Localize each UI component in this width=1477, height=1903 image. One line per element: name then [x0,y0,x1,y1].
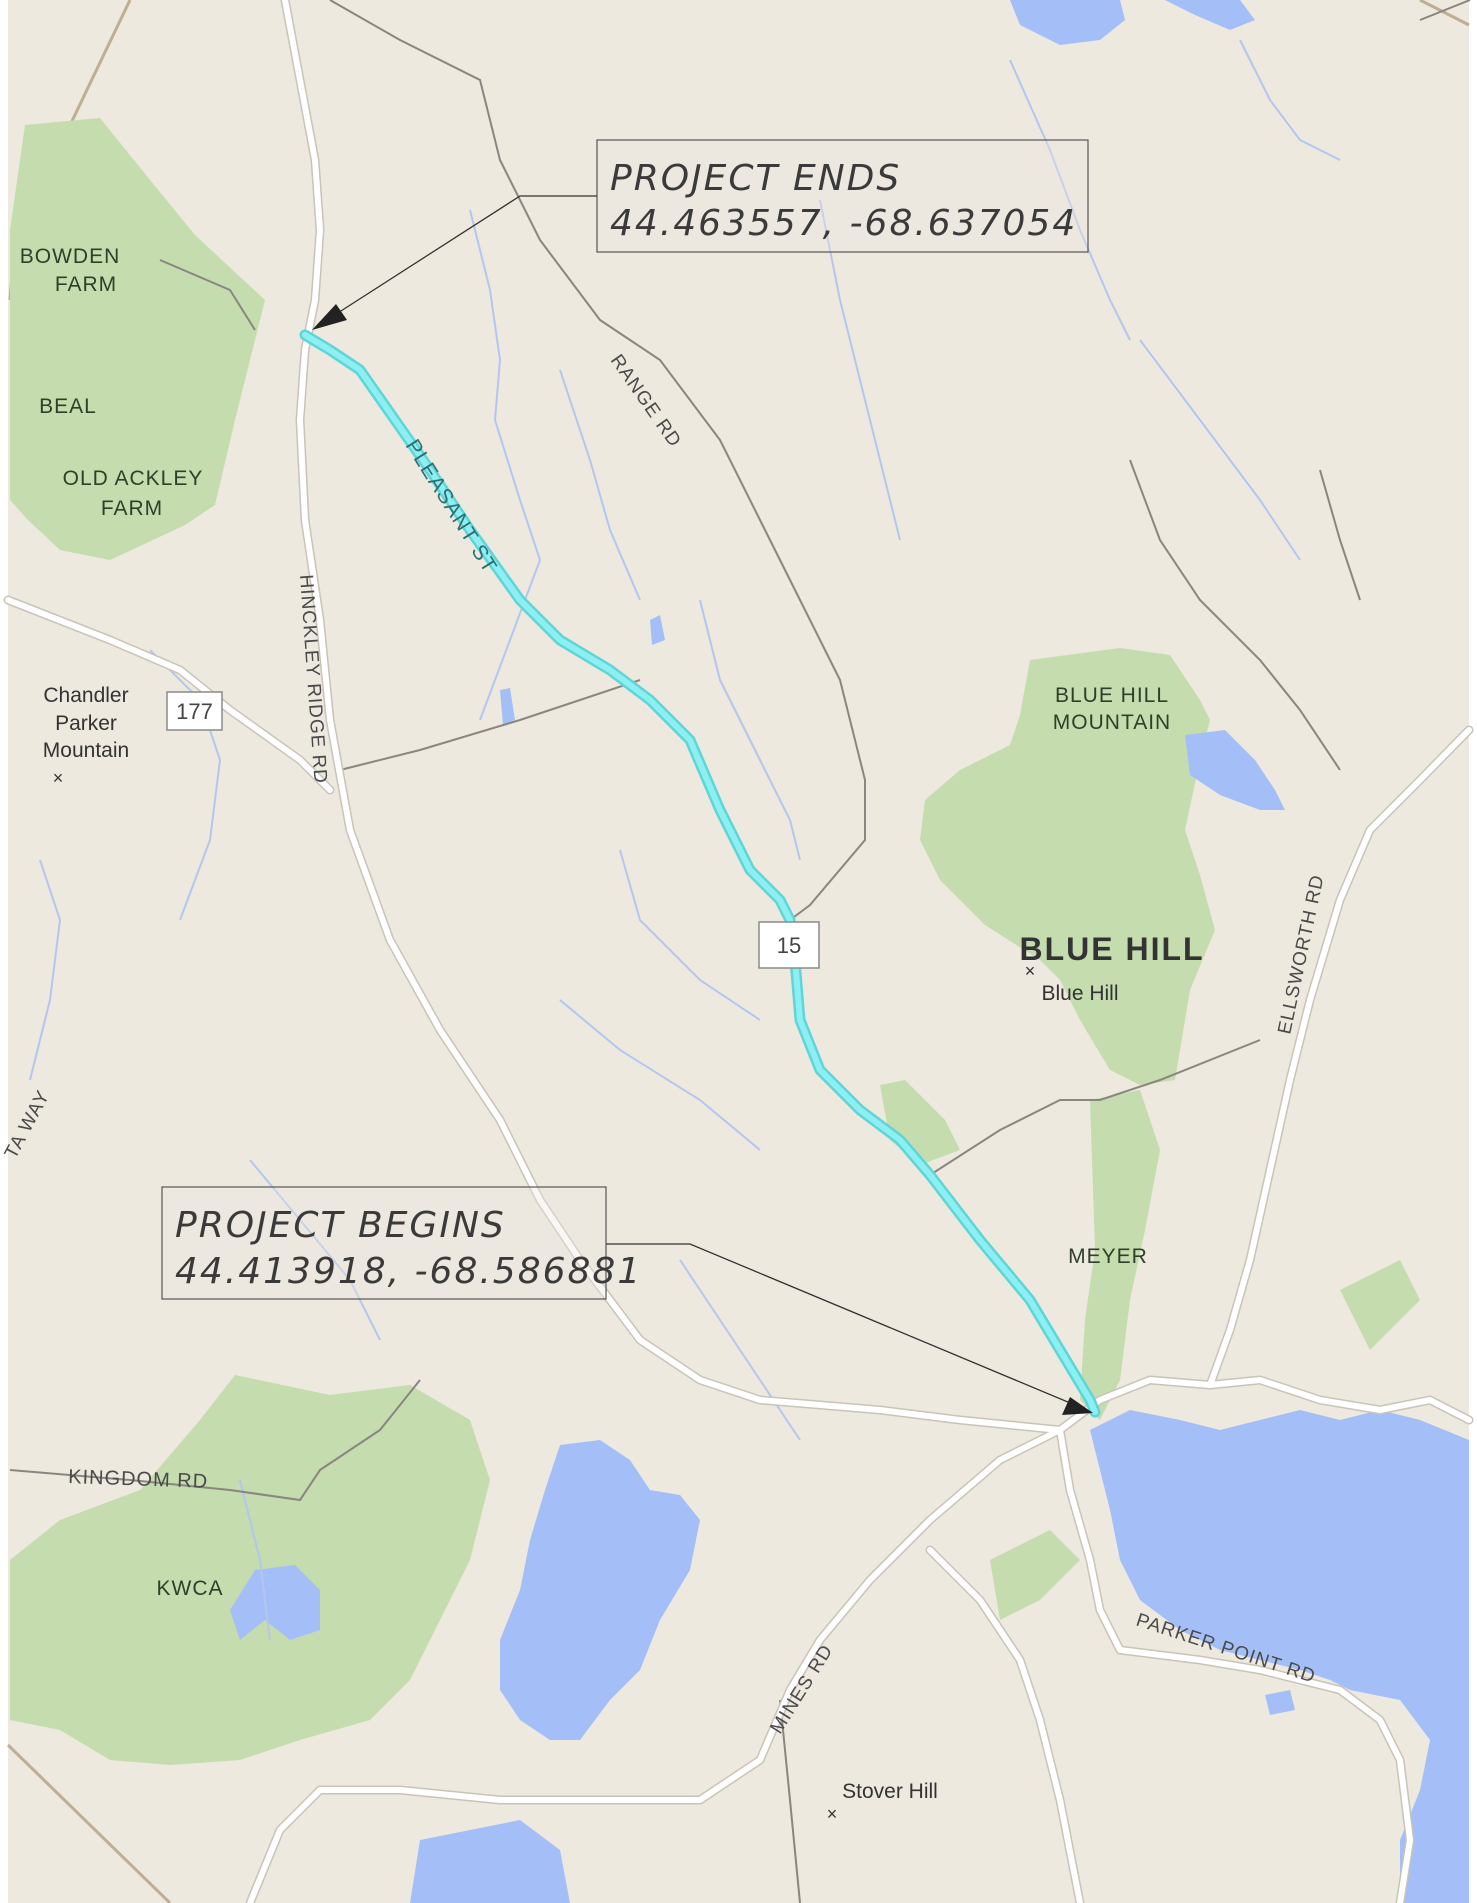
area-label-bluehill-mountain-2: MOUNTAIN [1053,711,1171,734]
conservation-areas [10,118,1420,1765]
shield-177-label: 177 [176,699,213,724]
bay-bluehill [1090,1410,1469,1903]
area-label-old-ackley: OLD ACKLEY [63,467,204,490]
peak-marker-chandler: × [53,768,64,788]
peak-marker-blue-hill: × [1025,961,1036,981]
callout-begins-coords: 44.413918, -68.586881 [175,1251,642,1292]
place-label-chandler: Chandler [43,684,128,707]
project-route[interactable] [299,329,1101,1418]
callout-ends-arrowhead [312,304,347,330]
water-bodies [230,0,1469,1903]
minor-roads [9,0,1471,1903]
shield-route-177: 177 [166,691,223,731]
major-roads [3,0,1474,1903]
callout-begins-leader [606,1243,1076,1406]
area-label-kwca: KWCA [157,1577,224,1600]
pond-bluehill [1185,730,1285,810]
area-bowden-beal-oldackley [10,118,265,560]
road-label-kingdom-rd: KINGDOM RD [68,1466,209,1493]
shield-15-label: 15 [777,933,801,958]
pond-top-1 [1010,0,1125,45]
callout-begins-arrowhead [1062,1397,1093,1415]
callout-begins-title: PROJECT BEGINS [175,1205,506,1246]
callout-ends-coords: 44.463557, -68.637054 [610,203,1077,244]
callout-ends-leader [329,195,597,319]
peak-marker-stover-hill: × [827,1804,838,1824]
area-label-old-ackley-farm: FARM [101,497,163,520]
area-meyer [1080,1090,1160,1420]
pond-small-parker [1265,1690,1295,1715]
area-label-meyer: MEYER [1068,1245,1148,1268]
town-label-blue-hill: BLUE HILL [1019,931,1204,967]
pond-small-stream-2 [650,615,665,645]
area-label-beal: BEAL [39,395,97,418]
shield-route-15: 15 [758,921,820,969]
pond-small-stream-1 [500,688,515,725]
peak-label-blue-hill: Blue Hill [1041,982,1118,1005]
peak-label-stover-hill: Stover Hill [842,1780,938,1803]
callout-project-ends: PROJECT ENDS 44.463557, -68.637054 [312,139,1089,330]
area-label-bowden-farm: FARM [55,273,117,296]
place-label-parker: Parker [55,712,117,735]
area-label-bluehill-mountain-1: BLUE HILL [1055,684,1169,707]
pond-kwca [230,1565,320,1640]
area-kwca [10,1375,490,1765]
area-bluehill-mountain [920,648,1215,1085]
place-label-mountain: Mountain [43,739,129,762]
callout-ends-title: PROJECT ENDS [610,158,901,199]
pond-large [500,1440,700,1740]
pond-top-2 [1165,0,1255,30]
streams [29,39,1341,1641]
pond-bottom [410,1820,570,1903]
area-green-small-2 [990,1530,1080,1620]
callout-project-begins: PROJECT BEGINS 44.413918, -68.586881 [161,1186,1093,1415]
area-green-small-3 [1340,1260,1420,1350]
area-label-bowden: BOWDEN [20,245,121,268]
